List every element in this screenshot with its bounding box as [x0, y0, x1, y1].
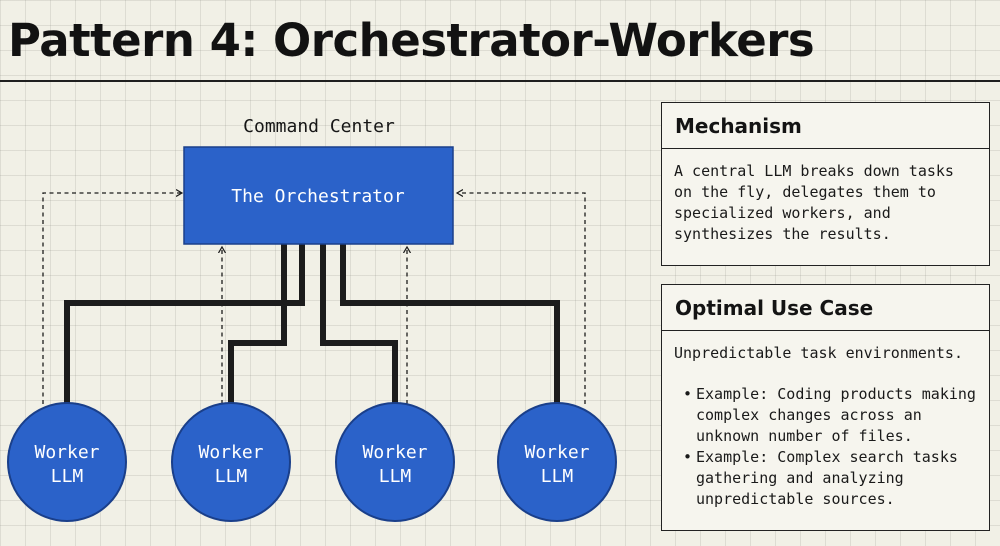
- mechanism-line: synthesizes the results.: [674, 225, 891, 243]
- mechanism-line: on the fly, delegates them to: [674, 183, 936, 201]
- example-line: unknown number of files.: [696, 427, 913, 445]
- use-case-summary: Unpredictable task environments.: [674, 344, 963, 362]
- orchestrator-label: The Orchestrator: [231, 186, 405, 207]
- orchestrator-box: [183, 146, 454, 245]
- worker-label-line1: Worker: [524, 442, 589, 463]
- worker-label-line2: LLM: [51, 466, 84, 487]
- mechanism-line: specialized workers, and: [674, 204, 891, 222]
- use-case-panel: Optimal Use Case Unpredictable task envi…: [661, 284, 990, 531]
- worker-label-line2: LLM: [541, 466, 574, 487]
- use-case-heading: Optimal Use Case: [662, 285, 989, 331]
- worker-node: Worker LLM: [335, 402, 455, 522]
- return-arrow-worker-4: [457, 193, 586, 404]
- mechanism-heading: Mechanism: [662, 103, 989, 149]
- mechanism-description: A central LLM breaks down tasks on the f…: [662, 149, 989, 245]
- delegation-connector-worker-2: [228, 244, 287, 404]
- example-line: Example: Complex search tasks: [696, 448, 958, 466]
- title-divider: [0, 80, 1000, 82]
- delegation-connector-worker-4: [340, 244, 560, 404]
- worker-label-line1: Worker: [362, 442, 427, 463]
- example-item: Example: Coding products making complex …: [674, 384, 979, 447]
- example-line: complex changes across an: [696, 406, 922, 424]
- worker-label-line2: LLM: [379, 466, 412, 487]
- example-line: gathering and analyzing: [696, 469, 904, 487]
- example-item: Example: Complex search tasks gathering …: [674, 447, 979, 510]
- worker-label-line1: Worker: [34, 442, 99, 463]
- example-list: Example: Coding products making complex …: [674, 384, 979, 510]
- mechanism-panel: Mechanism A central LLM breaks down task…: [661, 102, 990, 266]
- return-arrow-worker-1: [42, 193, 182, 404]
- worker-label-line1: Worker: [198, 442, 263, 463]
- mechanism-line: A central LLM breaks down tasks: [674, 162, 954, 180]
- worker-node: Worker LLM: [497, 402, 617, 522]
- worker-node: Worker LLM: [171, 402, 291, 522]
- worker-label-line2: LLM: [215, 466, 248, 487]
- example-line: Example: Coding products making: [696, 385, 976, 403]
- delegation-connector-worker-1: [64, 244, 305, 404]
- delegation-connector-worker-3: [320, 244, 398, 404]
- example-line: unpredictable sources.: [696, 490, 895, 508]
- worker-node: Worker LLM: [7, 402, 127, 522]
- page-title: Pattern 4: Orchestrator-Workers: [8, 14, 815, 67]
- use-case-body: Unpredictable task environments. Example…: [662, 331, 989, 510]
- command-center-label: Command Center: [243, 116, 395, 137]
